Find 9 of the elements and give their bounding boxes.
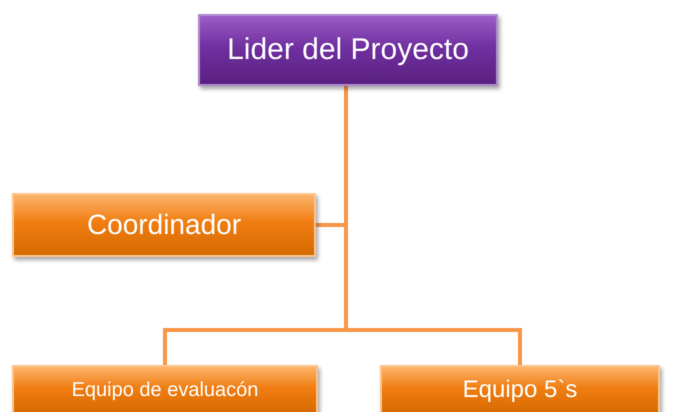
box-label: Lider del Proyecto [227, 33, 469, 67]
box-label: Coordinador [86, 209, 242, 241]
org-box [12, 365, 318, 412]
box-label: Equipo 5`s [462, 376, 578, 404]
connector-line [344, 86, 522, 365]
org-box [12, 193, 316, 257]
org-box [380, 365, 660, 412]
box-label: Equipo de evaluacón [72, 378, 258, 402]
org-box [198, 14, 498, 86]
